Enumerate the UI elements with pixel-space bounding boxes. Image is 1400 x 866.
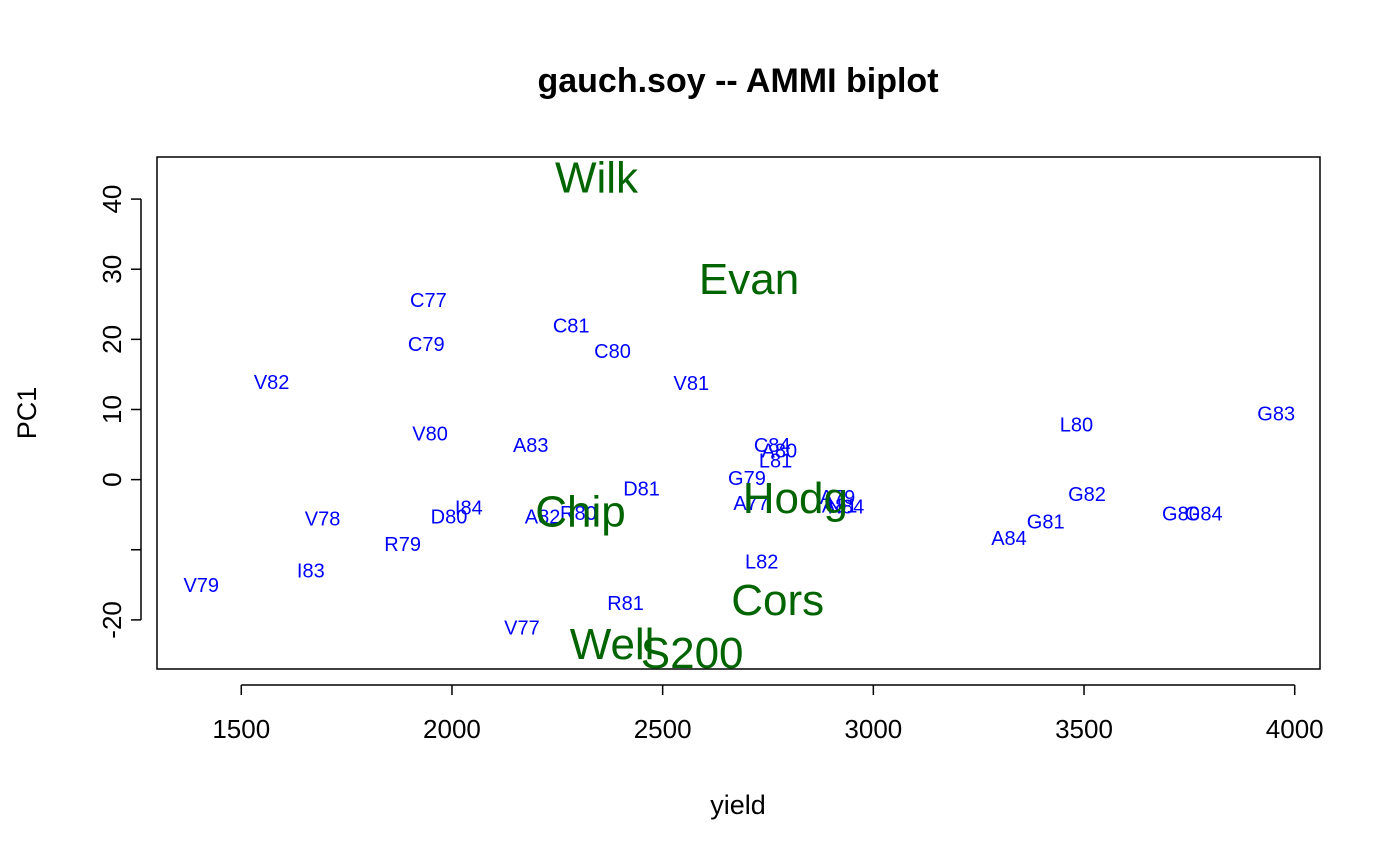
- environment-label-r80: R80: [560, 503, 597, 525]
- environment-label-c81: C81: [553, 316, 590, 338]
- x-tick-label: 4000: [1266, 714, 1324, 744]
- chart-title: gauch.soy -- AMMI biplot: [537, 62, 938, 100]
- environment-label-a83: A83: [513, 435, 549, 457]
- environment-label-v81: V81: [674, 373, 710, 395]
- environment-label-a79: A79: [820, 487, 856, 509]
- environment-label-v80: V80: [412, 424, 448, 446]
- genotype-label-evan: Evan: [699, 255, 799, 304]
- environment-label-a77: A77: [733, 493, 769, 515]
- y-tick-label: 10: [97, 395, 127, 424]
- environment-label-a80: A80: [762, 441, 798, 463]
- environment-label-c79: C79: [408, 334, 445, 356]
- environment-label-c84: C84: [754, 435, 791, 457]
- x-tick-label: 3500: [1055, 714, 1113, 744]
- y-axis: -20 0 10 20 30 40: [97, 185, 142, 639]
- y-axis-label: PC1: [12, 387, 42, 440]
- environment-label-v77: V77: [504, 617, 540, 639]
- environment-label-r81: R81: [607, 593, 644, 615]
- environment-label-a84: A84: [991, 528, 1027, 550]
- environment-label-v79: V79: [183, 575, 219, 597]
- environment-label-a81: A81: [822, 495, 858, 517]
- genotype-label-chip: Chip: [535, 487, 626, 536]
- x-tick-label: 2000: [423, 714, 481, 744]
- genotype-label-wilk: Wilk: [555, 154, 639, 203]
- x-axis-label: yield: [710, 790, 766, 820]
- genotype-label-s200: S200: [641, 629, 744, 678]
- environment-label-i83: I83: [297, 561, 325, 583]
- y-tick-label: -20: [97, 601, 127, 639]
- environment-label-c77: C77: [410, 290, 447, 312]
- environment-label-g84: G84: [1185, 504, 1223, 526]
- x-tick-label: 1500: [212, 714, 270, 744]
- environment-label-g80: G80: [1162, 504, 1200, 526]
- genotype-label-hodg: Hodg: [743, 474, 848, 523]
- environment-label-l81: L81: [759, 450, 792, 472]
- environment-label-c80: C80: [594, 341, 631, 363]
- environment-label-d80: D80: [431, 507, 468, 529]
- x-axis: 1500 2000 2500 3000 3500 4000: [212, 684, 1324, 744]
- environment-label-n84: N84: [828, 497, 865, 519]
- environment-label-d81: D81: [623, 478, 660, 500]
- environment-label-l80: L80: [1060, 415, 1093, 437]
- environment-label-a82: A82: [525, 507, 561, 529]
- y-tick-label: 20: [97, 325, 127, 354]
- plot-frame: [156, 156, 1321, 670]
- environment-label-g82: G82: [1068, 484, 1106, 506]
- x-tick-label: 2500: [634, 714, 692, 744]
- genotype-label-well: Well: [570, 620, 655, 669]
- environment-label-l82: L82: [745, 551, 778, 573]
- environment-label-v82: V82: [254, 372, 290, 394]
- environment-label-i84: I84: [455, 497, 483, 519]
- environment-label-g83: G83: [1257, 403, 1295, 425]
- y-tick-label: 40: [97, 185, 127, 214]
- y-tick-label: 30: [97, 255, 127, 284]
- environment-label-v78: V78: [305, 509, 341, 531]
- environment-label-r79: R79: [384, 534, 421, 556]
- y-tick-label: 0: [97, 472, 127, 486]
- environment-label-g79: G79: [728, 468, 766, 490]
- x-tick-label: 3000: [844, 714, 902, 744]
- environment-label-g81: G81: [1027, 511, 1065, 533]
- genotype-label-cors: Cors: [731, 576, 824, 625]
